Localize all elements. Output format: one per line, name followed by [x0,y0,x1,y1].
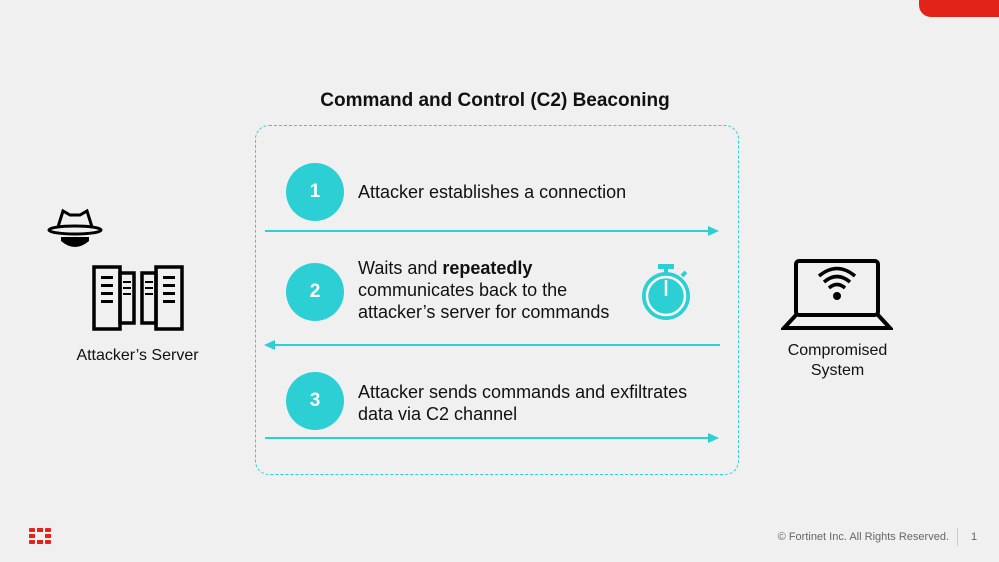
arrow-right-3 [265,437,713,439]
slide-title: Command and Control (C2) Beaconing [320,90,670,111]
step-3-badge: 3 [286,372,344,430]
arrow-left-2 [272,344,720,346]
step-1-badge: 1 [286,163,344,221]
step-3-text: Attacker sends commands and exfiltrates … [358,382,688,424]
step-2-pre: Waits and [358,258,443,278]
arrowhead-right-icon [708,226,719,236]
attacker-server-label: Attacker’s Server [76,347,199,364]
copyright-text: © Fortinet Inc. All Rights Reserved. [777,531,949,543]
laptop-wifi-icon [781,259,893,330]
step-2-post: communicates back to the attacker’s serv… [358,280,610,322]
arrowhead-right-icon [708,433,719,443]
step-2-text: Waits and repeatedly communicates back t… [358,257,628,323]
stopwatch-icon [642,264,690,320]
brand-tab [919,0,999,17]
arrow-right-1 [265,230,713,232]
server-rack-icon [92,265,184,331]
arrowhead-left-icon [264,340,275,350]
footer-divider [957,528,958,546]
step-1-text: Attacker establishes a connection [358,182,627,202]
step-2-badge: 2 [286,263,344,321]
compromised-system-label: Compromised System [787,342,888,379]
c2-channel-box [255,125,739,475]
hacker-hat-icon [47,208,103,247]
page-number: 1 [971,531,978,543]
step-2-bold: repeatedly [442,258,533,278]
fortinet-logo-icon [29,528,51,544]
